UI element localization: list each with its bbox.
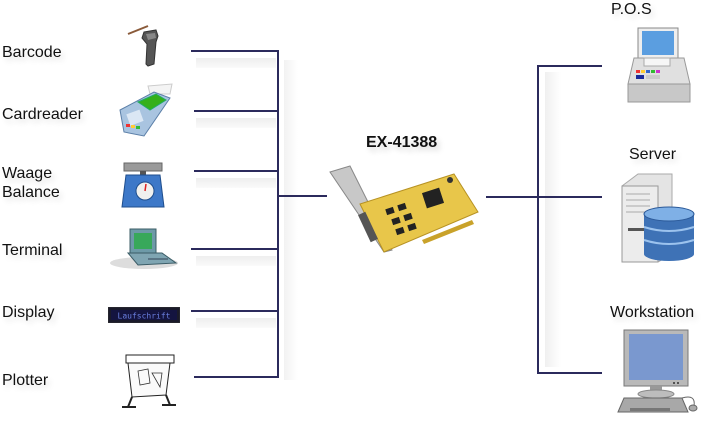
label-plotter: Plotter xyxy=(2,372,49,389)
connector-shadow xyxy=(196,58,276,68)
server-database-icon xyxy=(621,173,695,263)
connector-pos xyxy=(537,65,602,67)
plotter-icon xyxy=(122,354,176,408)
connector-barcode xyxy=(191,50,279,52)
connector-shadow xyxy=(196,118,276,128)
pos-register-icon xyxy=(627,27,691,103)
connector-shadow xyxy=(284,60,298,380)
card-title: EX-41388 xyxy=(366,134,438,151)
connector-display xyxy=(191,310,279,312)
label-server: Server xyxy=(629,146,677,163)
card-reader-icon xyxy=(119,83,173,137)
connector-shadow xyxy=(196,256,276,266)
workstation-computer-icon xyxy=(617,329,698,413)
label-barcode: Barcode xyxy=(2,44,62,61)
scale-icon xyxy=(121,162,165,208)
connector-card-to-right xyxy=(486,196,537,198)
label-display: Display xyxy=(2,304,55,321)
label-terminal: Terminal xyxy=(2,242,63,259)
label-cardreader: Cardreader xyxy=(2,106,83,123)
barcode-scanner-icon xyxy=(127,25,159,67)
connector-shadow xyxy=(196,178,276,188)
connector-shadow xyxy=(196,318,276,328)
connector-shadow xyxy=(545,72,561,367)
label-workstation: Workstation xyxy=(610,304,695,321)
svg-text:Laufschrift: Laufschrift xyxy=(118,312,171,321)
connector-server xyxy=(537,196,602,198)
connector-plotter xyxy=(194,376,279,378)
label-pos: P.O.S xyxy=(611,1,652,18)
label-scale-line1: Waage xyxy=(2,165,53,182)
connector-cardreader xyxy=(194,110,279,112)
label-scale-line2: Balance xyxy=(2,184,60,201)
connector-scale xyxy=(194,170,279,172)
connector-left-to-card xyxy=(279,195,327,197)
connector-terminal xyxy=(191,248,279,250)
left-bus-line xyxy=(277,50,279,378)
right-bus-line xyxy=(537,65,539,374)
pci-serial-card-icon xyxy=(329,165,479,253)
connector-workstation xyxy=(537,372,602,374)
led-display-icon: Laufschrift xyxy=(108,307,180,323)
terminal-icon xyxy=(110,228,178,269)
